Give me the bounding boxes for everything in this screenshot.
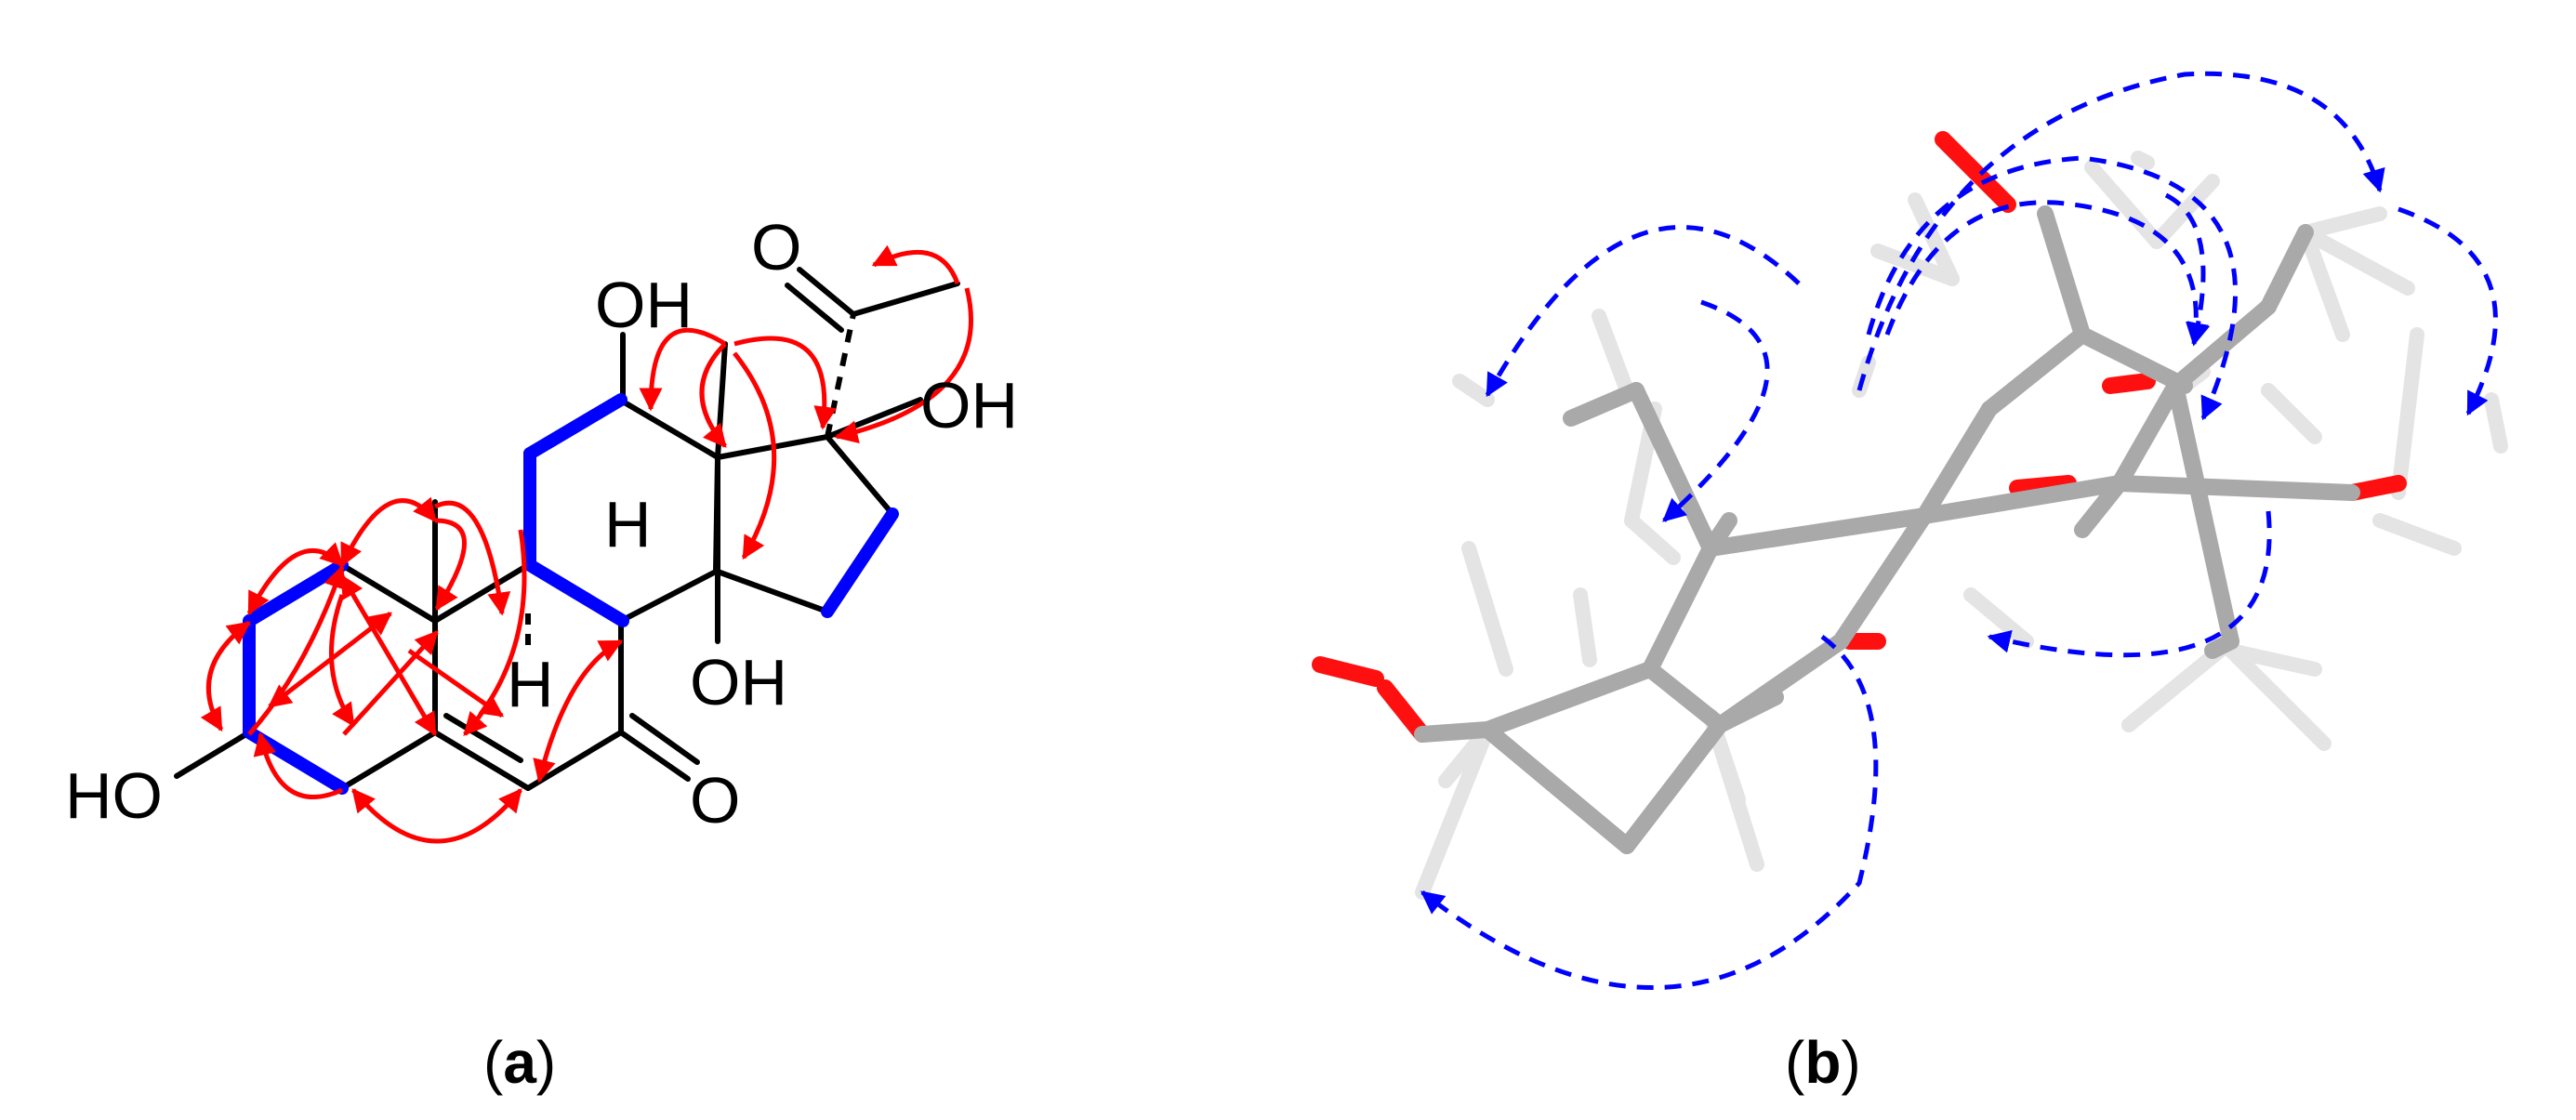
acetyl-oxygen-label: O [751,211,801,283]
hydroxyl-label-c11: OH [595,269,693,341]
model-carbon-bonds [1414,205,2360,854]
panel-b-3d-model: (b) [1312,71,2508,1096]
hydroxyl-label-c3: HO [65,759,163,832]
hmbc-arrows [200,244,973,844]
model-hydrogen-bonds [1415,151,2508,900]
noesy-arrows [1420,71,2498,991]
hydrogen-label-c8: H [604,488,652,560]
stereo-dashed-bonds [525,313,856,651]
hydroxyl-label-c17: OH [920,369,1018,441]
panel-a-caption: (a) [483,1029,556,1096]
panel-a-structure: HO OH OH OH O O H H (a) [65,211,1018,1096]
skeleton-bonds [174,267,960,791]
hydrogen-label-c9: H [507,648,554,720]
ketone-oxygen-label: O [690,764,740,837]
panel-b-caption: (b) [1785,1029,1861,1096]
hydroxyl-label-c14: OH [690,646,787,718]
